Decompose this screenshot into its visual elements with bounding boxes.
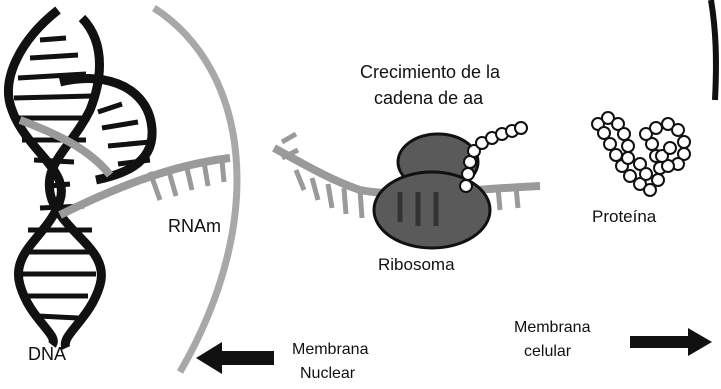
- chain-growth-label-1: Crecimiento de la: [360, 62, 501, 82]
- arrow-right-icon: [630, 328, 712, 356]
- nuclear-membrane-label-1: Membrana: [292, 341, 369, 358]
- nuclear-membrane: [154, 8, 237, 372]
- chain-growth-label-2: cadena de aa: [374, 88, 484, 108]
- protein-label: Proteína: [592, 207, 657, 226]
- protein-coil: [592, 112, 690, 196]
- cell-membrane-label-1: Membrana: [514, 319, 591, 336]
- dna-label: DNA: [28, 344, 66, 364]
- dna-helix: [9, 10, 153, 348]
- rna-label: RNAm: [168, 216, 221, 236]
- cell-membrane: [711, 0, 716, 100]
- ribosome-label: Ribosoma: [378, 255, 455, 274]
- amino-acid-chain: [460, 122, 527, 192]
- nuclear-membrane-label-2: Nuclear: [300, 365, 356, 382]
- arrow-left-icon: [196, 342, 274, 374]
- cell-membrane-label-2: celular: [524, 343, 572, 360]
